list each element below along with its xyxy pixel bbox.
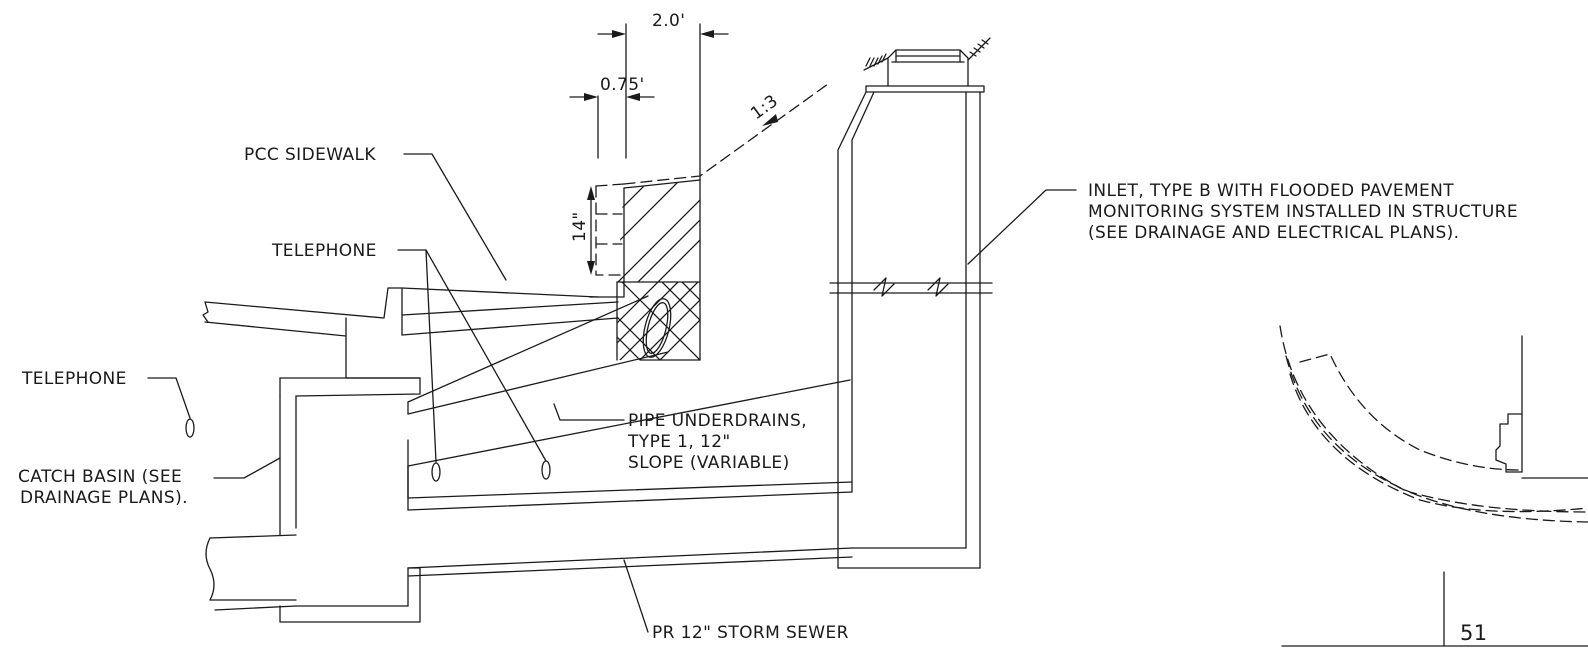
curb-hatch: [617, 180, 700, 282]
label-pipe-underdrains-line3: SLOPE (VARIABLE): [628, 453, 790, 473]
label-inlet-line3: (SEE DRAINAGE AND ELECTRICAL PLANS).: [1088, 223, 1459, 243]
labels: PCC SIDEWALK TELEPHONE TELEPHONE CATCH B…: [18, 145, 1518, 643]
aggregate-crosshatch: [617, 282, 700, 360]
telephone-conduits: [185, 418, 551, 482]
corner-detail-fragment: 51: [1279, 325, 1588, 647]
dimensions: 2.0' 0.75' 14" 1:3: [569, 11, 782, 275]
label-pipe-underdrains-line1: PIPE UNDERDRAINS,: [628, 411, 807, 431]
earth-hatch-right: [967, 37, 991, 61]
leaders: [147, 153, 1077, 633]
label-catch-basin-line2: DRAINAGE PLANS).: [20, 488, 188, 508]
label-telephone-top: TELEPHONE: [271, 241, 377, 261]
curb: [589, 83, 829, 361]
earth-hatch-left: [863, 53, 889, 71]
inlet-structure: [829, 37, 993, 569]
label-catch-basin-line1: CATCH BASIN (SEE: [18, 467, 182, 487]
page-number: 51: [1460, 621, 1488, 645]
label-inlet-line1: INLET, TYPE B WITH FLOODED PAVEMENT: [1088, 181, 1454, 201]
label-pcc-sidewalk: PCC SIDEWALK: [244, 145, 376, 165]
dim-width-top: 2.0': [652, 11, 685, 31]
label-pipe-underdrains-line2: TYPE 1, 12": [627, 432, 731, 452]
dim-height-curb: 14": [570, 211, 590, 242]
dim-width-curb: 0.75': [600, 75, 645, 95]
underdrain-pipe: [407, 295, 672, 415]
label-storm-sewer: PR 12" STORM SEWER: [652, 623, 849, 643]
label-telephone-left: TELEPHONE: [21, 369, 127, 389]
catch-basin: [205, 377, 853, 623]
roadway-slab: [202, 287, 619, 379]
label-inlet-line2: MONITORING SYSTEM INSTALLED IN STRUCTURE: [1088, 202, 1518, 222]
